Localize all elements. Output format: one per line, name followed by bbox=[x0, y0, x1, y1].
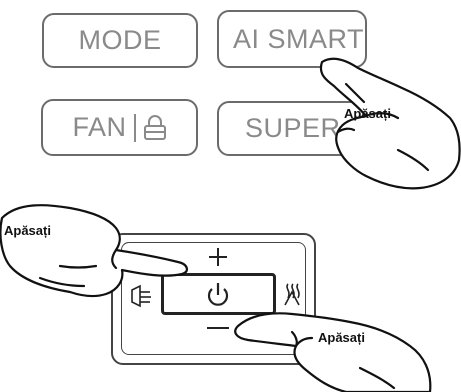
mode-button-label: MODE bbox=[78, 25, 162, 55]
divider-bar bbox=[133, 113, 136, 142]
power-icon bbox=[207, 283, 229, 306]
lock-icon bbox=[143, 114, 166, 140]
fan-mode-icon bbox=[131, 284, 151, 308]
plus-icon[interactable] bbox=[209, 248, 227, 266]
pressing-hand-icon bbox=[319, 57, 461, 190]
press-instruction-label: Apăsați bbox=[318, 330, 365, 345]
mode-button[interactable]: MODE bbox=[42, 13, 198, 68]
super-button-label: SUPER bbox=[245, 113, 341, 143]
ai-smart-button-label: AI SMART bbox=[233, 23, 365, 54]
heat-mode-icon bbox=[284, 283, 300, 306]
pressing-hand-icon bbox=[0, 204, 188, 298]
press-instruction-label: Apăsați bbox=[344, 106, 391, 121]
fan-button-label: FAN bbox=[72, 112, 127, 142]
press-instruction-label: Apăsați bbox=[4, 223, 51, 238]
fan-button[interactable]: FAN bbox=[41, 99, 198, 156]
pressing-hand-icon bbox=[234, 312, 432, 392]
ai-smart-button[interactable]: AI SMART bbox=[217, 10, 367, 68]
control-panel-inner bbox=[121, 242, 306, 355]
